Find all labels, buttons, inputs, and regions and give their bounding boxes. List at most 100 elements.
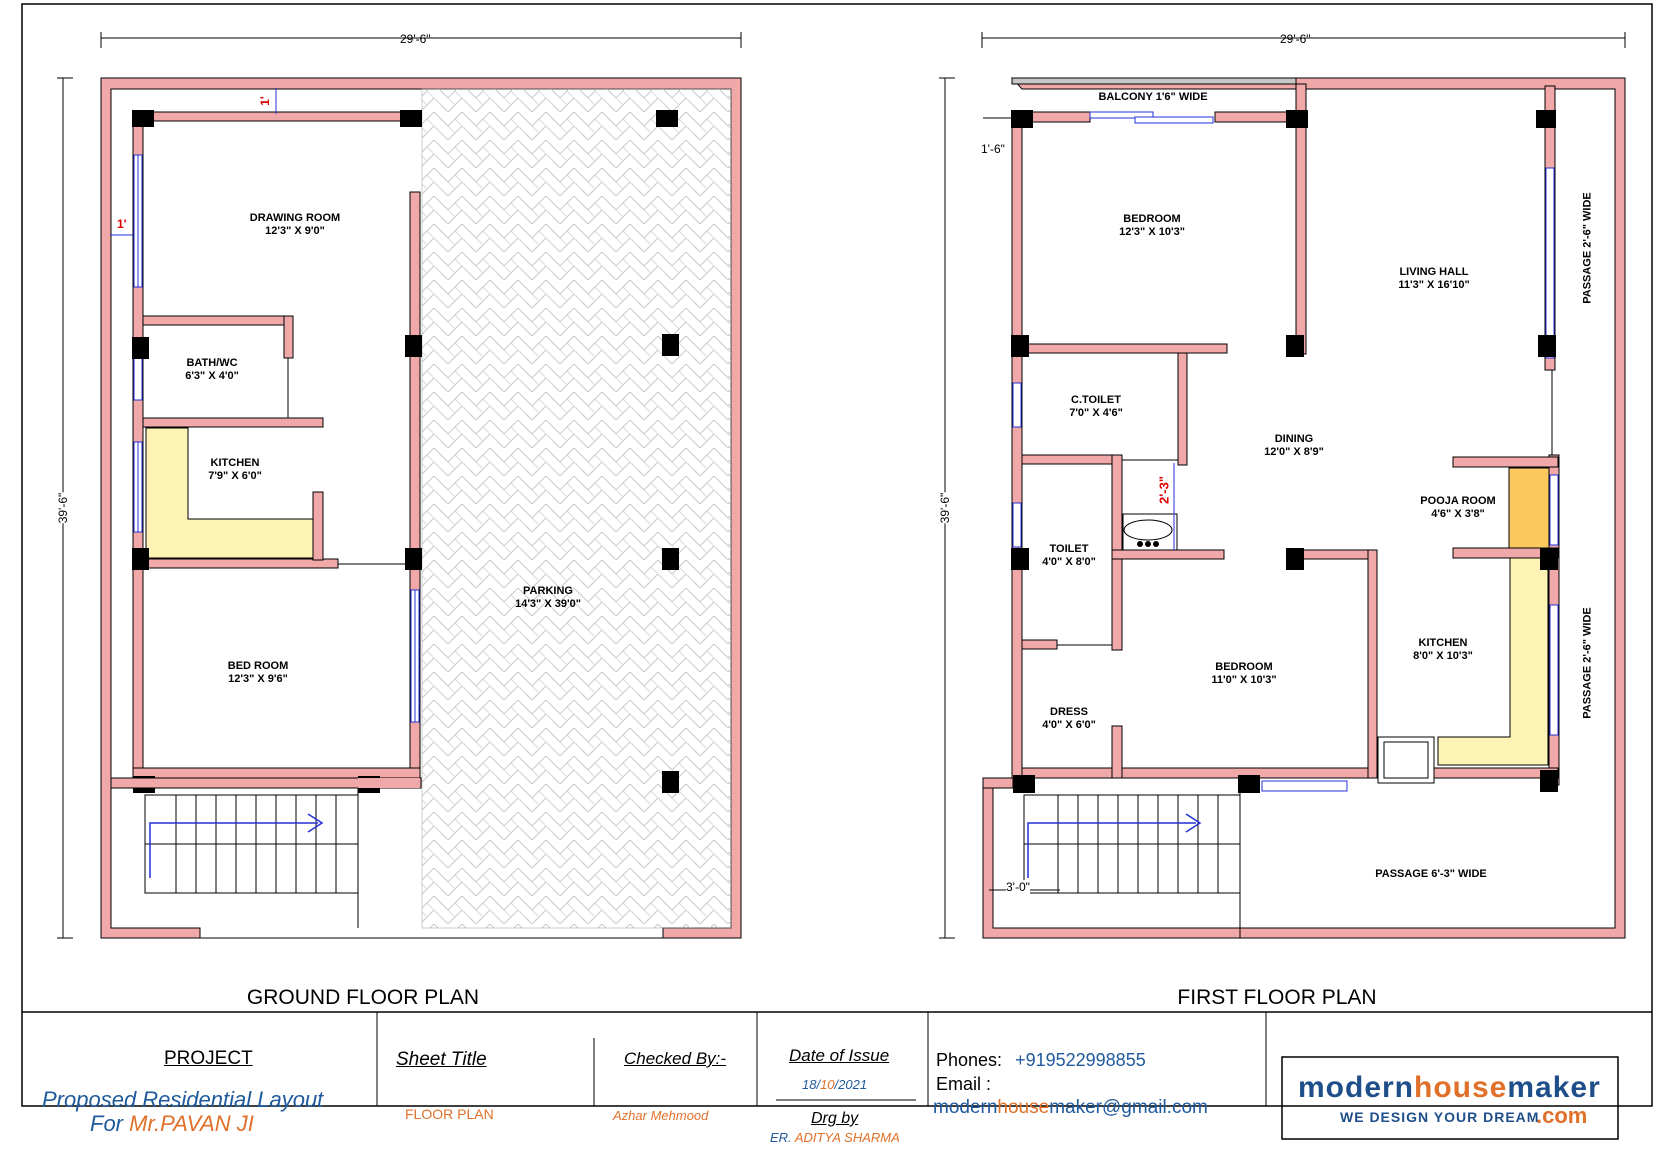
project-label: PROJECT xyxy=(164,1048,253,1069)
room-label-dining: DINING 12'0" X 8'9" xyxy=(1264,433,1324,459)
ff-height-dim: 39'-6" xyxy=(938,492,952,524)
room-name: BEDROOM xyxy=(1215,661,1273,673)
gf-staircase xyxy=(144,794,359,894)
phones-label: Phones: xyxy=(936,1050,1003,1070)
room-name: PARKING xyxy=(523,585,573,597)
room-name: C.TOILET xyxy=(1071,394,1121,406)
room-label-bed-room: BED ROOM 12'3" X 9'6" xyxy=(228,660,289,686)
sheet-title-label: Sheet Title xyxy=(396,1049,487,1070)
room-size: 11'3" X 16'10" xyxy=(1398,279,1470,291)
checked-by-label: Checked By:- xyxy=(624,1049,727,1068)
ff-width-dim: 29'-6" xyxy=(1280,32,1311,46)
ground-floor-plan xyxy=(57,32,742,939)
sheet-title-value: FLOOR PLAN xyxy=(405,1106,494,1122)
email-part3: maker@gmail.com xyxy=(1049,1097,1208,1118)
gf-wall-top-mark: 1' xyxy=(258,96,272,106)
ff-staircase xyxy=(1023,788,1241,928)
project-for: For xyxy=(90,1111,123,1136)
room-name: DRAWING ROOM xyxy=(249,212,341,224)
date-label: Date of Issue xyxy=(789,1046,890,1065)
room-label-parking: PARKING 14'3" X 39'0" xyxy=(515,585,581,611)
date-day: 18/ xyxy=(802,1077,821,1092)
logo-part3: maker xyxy=(1507,1071,1601,1104)
room-size: 12'3" X 10'3" xyxy=(1119,226,1185,238)
room-size: 8'0" X 10'3" xyxy=(1413,650,1473,662)
ff-sink-box xyxy=(1377,736,1435,784)
ff-passage-right-1: PASSAGE 2'-6" WIDE xyxy=(1581,192,1594,304)
room-label-living-hall: LIVING HALL 11'3" X 16'10" xyxy=(1398,266,1469,292)
room-size: 4'6" X 3'8" xyxy=(1431,508,1485,520)
room-size: 7'9" X 6'0" xyxy=(208,470,262,482)
logo-tagline: WE DESIGN YOUR DREAM xyxy=(1340,1109,1540,1125)
room-size: 12'3" X 9'0" xyxy=(265,225,325,237)
room-name: BATH/WC xyxy=(186,357,238,369)
room-size: 4'0" X 8'0" xyxy=(1042,556,1096,568)
gf-wall-side-mark: 1' xyxy=(117,217,127,231)
logo-part2: house xyxy=(1414,1071,1508,1104)
room-label-drawing-room: DRAWING ROOM 12'3" X 9'0" xyxy=(250,212,340,238)
gf-windows xyxy=(133,154,420,723)
room-label-bath-wc: BATH/WC 6'3" X 4'0" xyxy=(185,357,239,383)
phone-line: Phones: +919522998855 xyxy=(936,1050,1146,1071)
ff-red-mark: 2'-3" xyxy=(1156,475,1172,505)
room-name: POOJA ROOM xyxy=(1420,495,1496,507)
project-client-line: For Mr.PAVAN JI xyxy=(90,1111,254,1137)
first-floor-plan xyxy=(939,32,1626,939)
room-label-ff-kitchen: KITCHEN 8'0" X 10'3" xyxy=(1413,637,1473,663)
first-floor-title: FIRST FLOOR PLAN xyxy=(1177,986,1377,1009)
gf-height-dim: 39'-6" xyxy=(56,492,70,524)
email-part2: house xyxy=(997,1097,1050,1118)
project-client: Mr.PAVAN JI xyxy=(129,1111,254,1136)
parking-floor xyxy=(421,88,732,929)
room-label-pooja-room: POOJA ROOM 4'6" X 3'8" xyxy=(1420,495,1495,521)
brand-logo: modernhousemaker WE DESIGN YOUR DREAM .c… xyxy=(1284,1059,1618,1139)
room-size: 6'3" X 4'0" xyxy=(185,370,239,382)
room-size: 12'3" X 9'6" xyxy=(228,673,288,685)
room-label-c-toilet: C.TOILET 7'0" X 4'6" xyxy=(1069,394,1123,420)
drg-prefix: ER. xyxy=(770,1130,792,1145)
room-label-dress: DRESS 4'0" X 6'0" xyxy=(1042,706,1096,732)
project-line1: Proposed Residential Layout xyxy=(42,1087,324,1112)
room-name: BED ROOM xyxy=(227,660,289,672)
room-size: 12'0" X 8'9" xyxy=(1264,446,1324,458)
room-name: KITCHEN xyxy=(1418,637,1468,649)
room-label-kitchen: KITCHEN 7'9" X 6'0" xyxy=(208,457,262,483)
logo-wordmark: modernhousemaker xyxy=(1298,1071,1601,1105)
email-address[interactable]: modernhousemaker@gmail.com xyxy=(933,1097,1208,1119)
room-name: KITCHEN xyxy=(210,457,260,469)
date-year: /2021 xyxy=(834,1077,868,1092)
room-size: 4'0" X 6'0" xyxy=(1042,719,1096,731)
gf-kitchen-counter xyxy=(145,427,314,559)
drg-name: ADITYA SHARMA xyxy=(794,1130,900,1145)
room-label-ff-bedroom-2: BEDROOM 11'0" X 10'3" xyxy=(1211,661,1276,687)
gf-width-dim: 29'-6" xyxy=(400,32,431,46)
ff-windows xyxy=(1012,111,1559,792)
phone-number[interactable]: +919522998855 xyxy=(1015,1050,1146,1070)
room-label-ff-bedroom-1: BEDROOM 12'3" X 10'3" xyxy=(1119,213,1185,239)
checked-by-value: Azhar Mehmood xyxy=(613,1108,709,1123)
room-name: LIVING HALL xyxy=(1399,266,1469,278)
ff-balcony-label: BALCONY 1'6" WIDE xyxy=(1098,91,1208,103)
sheet-border xyxy=(21,3,1653,1107)
ff-balcony-dim: 1'-6" xyxy=(981,142,1005,156)
ff-columns xyxy=(1011,110,1558,793)
room-name: DRESS xyxy=(1050,706,1088,718)
ff-passage-bottom: PASSAGE 6'-3" WIDE xyxy=(1375,868,1487,880)
ground-floor-title: GROUND FLOOR PLAN xyxy=(246,986,480,1009)
room-size: 14'3" X 39'0" xyxy=(515,598,581,610)
email-label: Email : xyxy=(936,1074,992,1094)
logo-part1: modern xyxy=(1298,1071,1415,1104)
room-name: TOILET xyxy=(1049,543,1089,555)
room-label-toilet: TOILET 4'0" X 8'0" xyxy=(1042,543,1096,569)
title-block-dividers xyxy=(376,1012,1619,1140)
drg-label: Drg by xyxy=(811,1110,859,1127)
logo-tld: .com xyxy=(1536,1103,1588,1128)
ff-stair-dim: 3'-0" xyxy=(1006,880,1030,894)
room-name: BEDROOM xyxy=(1123,213,1181,225)
ff-passage-right-2: PASSAGE 2'-6" WIDE xyxy=(1581,607,1594,719)
room-size: 7'0" X 4'6" xyxy=(1069,407,1123,419)
date-month: 10 xyxy=(820,1077,835,1092)
email-part1: modern xyxy=(933,1097,998,1118)
room-name: DINING xyxy=(1274,433,1314,445)
